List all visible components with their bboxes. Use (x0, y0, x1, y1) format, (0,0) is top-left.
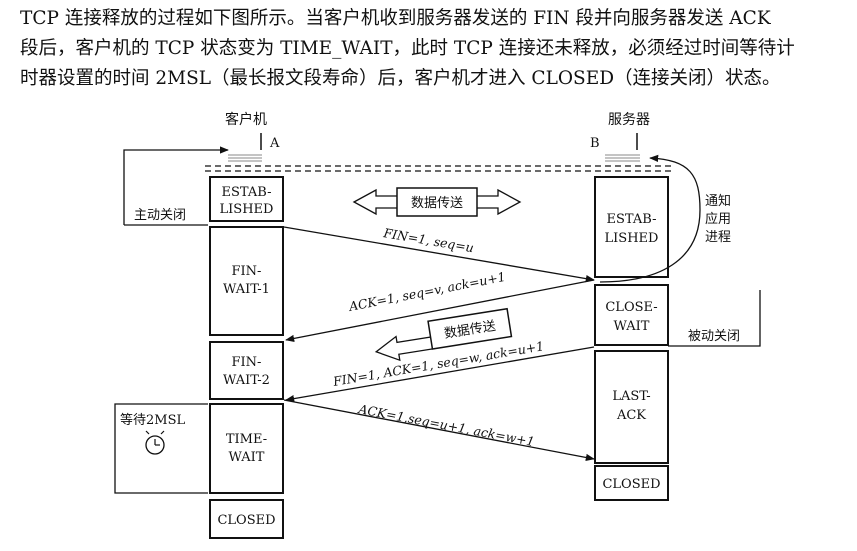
svg-text:LAST-: LAST- (612, 389, 650, 404)
svg-text:LISHED: LISHED (605, 231, 659, 246)
server-state-close-wait: CLOSE- WAIT (594, 284, 669, 346)
client-host-icon (228, 154, 262, 162)
active-close-arrow (123, 146, 229, 226)
server-state-last-ack: LAST- ACK (594, 350, 669, 464)
svg-text:CLOSED: CLOSED (217, 513, 275, 528)
client-letter: A (269, 136, 280, 151)
wait-2msl-label: 等待2MSL (120, 412, 185, 428)
svg-text:WAIT: WAIT (229, 450, 265, 465)
server-label: 服务器 (608, 112, 650, 128)
clock-icon (145, 430, 165, 455)
msg-ack-2-arrow (283, 399, 595, 462)
client-state-fin-wait-2: FIN- WAIT-2 (209, 341, 284, 400)
svg-text:LISHED: LISHED (220, 202, 274, 217)
svg-text:ESTAB-: ESTAB- (607, 212, 657, 227)
passive-close-label: 被动关闭 (688, 329, 740, 344)
svg-text:WAIT-2: WAIT-2 (223, 373, 270, 388)
notify-label-3: 进程 (705, 230, 731, 245)
svg-text:FIN-: FIN- (232, 264, 262, 279)
server-host-icon (605, 154, 640, 162)
msg-ack-1-arrow (285, 279, 595, 343)
data-transfer-label-1: 数据传送 (411, 196, 463, 211)
client-state-time-wait: TIME- WAIT (209, 403, 284, 494)
active-close-label: 主动关闭 (134, 208, 186, 223)
wait-2msl-bracket (114, 403, 208, 494)
notify-label-1: 通知 (705, 193, 731, 209)
server-state-established: ESTAB- LISHED (594, 176, 669, 278)
svg-text:CLOSED: CLOSED (602, 477, 660, 492)
msg-fin-2-arrow (285, 346, 595, 403)
client-state-fin-wait-1: FIN- WAIT-1 (209, 226, 284, 336)
msg-ack-2-label: ACK=1,seq=u+1, ack=w+1 (356, 401, 535, 449)
client-state-closed: CLOSED (209, 499, 284, 539)
intro-line-1: TCP 连接释放的过程如下图所示。当客户机收到服务器发送的 FIN 段并向服务器… (20, 8, 771, 29)
passive-close-line (668, 290, 761, 347)
msg-fin-1-arrow (283, 226, 595, 283)
server-state-closed: CLOSED (594, 465, 669, 501)
notify-label-2: 应用 (705, 211, 731, 227)
svg-text:CLOSE-: CLOSE- (605, 300, 657, 315)
data-transfer-arrow-1 (352, 187, 522, 217)
server-letter: B (590, 136, 600, 151)
svg-text:ESTAB-: ESTAB- (222, 185, 272, 200)
svg-text:WAIT-1: WAIT-1 (223, 282, 270, 297)
client-label: 客户机 (225, 111, 267, 128)
client-state-established: ESTAB- LISHED (209, 176, 284, 222)
svg-text:WAIT: WAIT (614, 319, 650, 334)
intro-paragraph: TCP 连接释放的过程如下图所示。当客户机收到服务器发送的 FIN 段并向服务器… (20, 4, 845, 94)
data-transfer-arrow-2: 数据传送 (374, 307, 513, 362)
intro-line-2: 段后，客户机的 TCP 状态变为 TIME_WAIT，此时 TCP 连接还未释放… (20, 38, 795, 59)
msg-ack-1-label: ACK=1, seq=v, ack=u+1 (347, 269, 507, 314)
msg-fin-1-label: FIN=1, seq=u (382, 225, 475, 255)
svg-text:FIN-: FIN- (232, 355, 262, 370)
svg-text:TIME-: TIME- (226, 432, 267, 447)
intro-line-3: 时器设置的时间 2MSL（最长报文段寿命）后，客户机才进入 CLOSED（连接关… (20, 68, 781, 89)
notify-app-arrow (599, 154, 701, 283)
svg-text:ACK: ACK (616, 408, 646, 423)
